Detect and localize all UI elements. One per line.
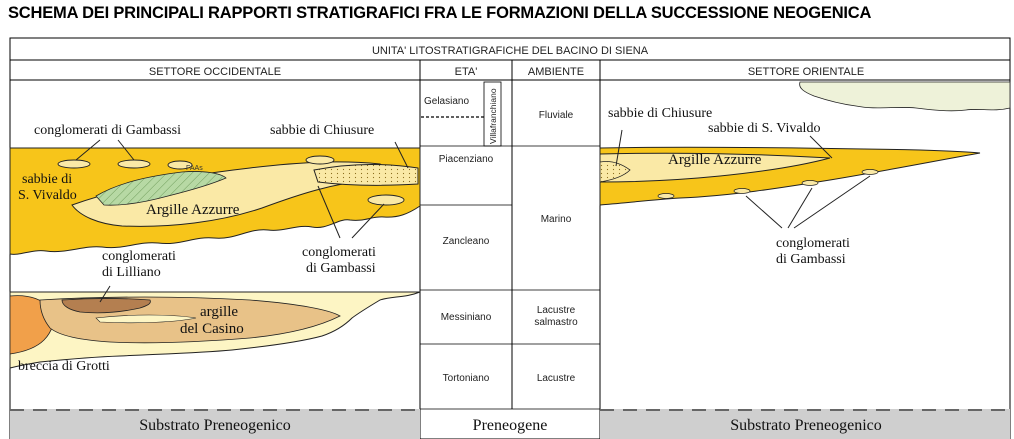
east-sabbie-chiusure-lens: [599, 161, 631, 183]
leader-east-gambassi-2: [787, 187, 813, 229]
header-age: ETA': [455, 66, 478, 78]
footer-center-label: Preneogene: [473, 417, 548, 434]
west-label-conglomerati-gambassi-low-2: di Gambassi: [306, 261, 376, 276]
east-label-conglomerati-gambassi-2: di Gambassi: [776, 252, 846, 267]
west-casino-lens: [95, 314, 197, 324]
footer-east-label: Substrato Preneogenico: [730, 417, 882, 434]
age-gelasiano: Gelasiano: [424, 96, 469, 107]
diagram-title: SCHEMA DEI PRINCIPALI RAPPORTI STRATIGRA…: [8, 4, 872, 22]
footer-west-label: Substrato Preneogenico: [139, 417, 291, 434]
leader-gambassi-low-1: [317, 185, 341, 239]
leader-east-gambassi-3: [793, 175, 871, 229]
environment-column: Fluviale Marino Lacustre salmastro Lacus…: [534, 110, 578, 384]
east-sector: [599, 81, 1011, 229]
west-label-sabbie-vivaldo-2: S. Vivaldo: [18, 188, 77, 203]
age-tortoniano: Tortoniano: [443, 373, 490, 384]
age-piacenziano: Piacenziano: [439, 154, 494, 165]
west-pebble-3: [167, 160, 193, 170]
leader-gambassi-1: [75, 139, 101, 161]
west-label-sabbie-vivaldo-1: sabbie di: [22, 172, 72, 187]
footer-west-substrate: [10, 409, 420, 439]
leader-east-vivaldo: [809, 135, 833, 159]
east-label-conglomerati-gambassi-1: conglomerati: [776, 236, 850, 251]
age-column: Villafranchiano Gelasiano Piacenziano Za…: [420, 81, 600, 384]
west-label-conglomerati-lilliano-2: di Lilliano: [102, 265, 161, 280]
east-pebble-4: [861, 169, 879, 175]
leader-chiusure: [394, 141, 409, 169]
env-lacustre: Lacustre: [537, 373, 576, 384]
header-main: UNITA' LITOSTRATIGRAFICHE DEL BACINO DI …: [372, 45, 649, 57]
west-pebble-1: [57, 159, 91, 169]
footer-east-substrate: [600, 409, 1010, 439]
west-label-conglomerati-gambassi: conglomerati di Gambassi: [34, 123, 181, 138]
env-lacustre-salmastro-1: Lacustre: [537, 305, 576, 316]
west-label-conglomerati-gambassi-low-1: conglomerati: [302, 245, 376, 260]
leader-gambassi-low-2: [351, 203, 385, 239]
west-label-conglomerati-lilliano-1: conglomerati: [102, 249, 176, 264]
east-label-argille-azzurre: Argille Azzurre: [668, 152, 762, 168]
west-label-faas: FAAs: [186, 165, 203, 172]
west-label-argille-azzurre: Argille Azzurre: [146, 202, 240, 218]
east-pebble-3: [801, 180, 819, 186]
leader-lilliano: [99, 285, 111, 303]
east-label-sabbie-chiusure: sabbie di Chiusure: [608, 106, 712, 121]
west-label-argille-casino-1: argille: [200, 304, 238, 320]
east-alluvial-cloud: [799, 81, 1011, 112]
west-sector: [9, 139, 421, 369]
leader-east-gambassi-1: [745, 195, 783, 229]
west-pebble-4: [305, 155, 335, 165]
leader-east-chiusure: [615, 129, 623, 167]
east-pebble-2: [733, 188, 751, 194]
leader-gambassi-2: [117, 139, 135, 161]
west-pebble-2: [117, 159, 151, 169]
age-zancleano: Zancleano: [443, 236, 490, 247]
east-pebble-1: [657, 193, 675, 199]
west-label-argille-casino-2: del Casino: [180, 321, 244, 337]
env-lacustre-salmastro-2: salmastro: [534, 317, 578, 328]
west-label-sabbie-chiusure: sabbie di Chiusure: [270, 123, 374, 138]
header-environment: AMBIENTE: [528, 66, 584, 78]
west-conglomerati-lilliano: [61, 298, 151, 314]
west-label-breccia-grotti: breccia di Grotti: [18, 359, 110, 374]
header-east: SETTORE ORIENTALE: [748, 66, 864, 78]
env-marino: Marino: [541, 214, 572, 225]
west-sabbie-chiusure-lens: [313, 163, 419, 186]
west-pebble-5: [367, 194, 405, 206]
west-faas-body: [95, 171, 227, 206]
env-fluviale: Fluviale: [539, 110, 574, 121]
age-messiniano: Messiniano: [441, 312, 492, 323]
age-villafranchiano: Villafranchiano: [488, 88, 498, 144]
header-west: SETTORE OCCIDENTALE: [149, 66, 281, 78]
east-label-sabbie-vivaldo: sabbie di S. Vivaldo: [708, 121, 820, 136]
east-argille-azzurre: [599, 152, 831, 183]
